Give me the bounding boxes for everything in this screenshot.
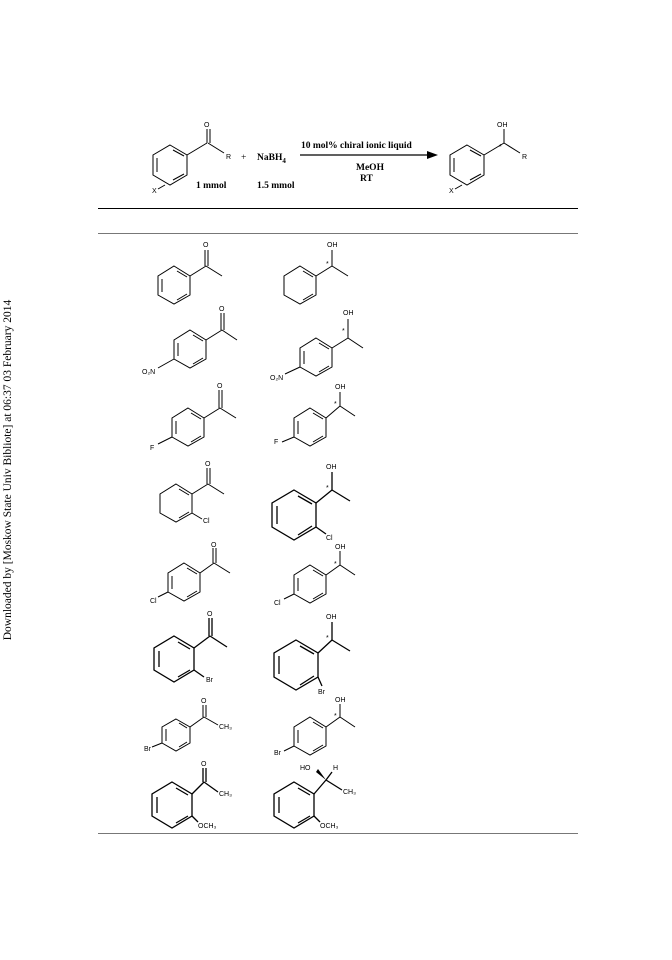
substituent-label: O₂N bbox=[142, 369, 155, 376]
table-row: O OH * bbox=[130, 240, 390, 325]
carbonyl-o-label: O bbox=[207, 611, 213, 618]
carbonyl-o-label: O bbox=[217, 383, 223, 390]
methyl-label: CH₃ bbox=[219, 724, 232, 731]
carbonyl-o-label: O bbox=[201, 698, 207, 705]
substituent-label: Cl bbox=[274, 600, 281, 607]
table-top-rule bbox=[98, 208, 578, 209]
scheme-substrate-ring bbox=[152, 129, 225, 190]
reagent-amount: 1.5 mmol bbox=[257, 181, 295, 191]
table-row: O CH₃ Br OH * Br bbox=[130, 695, 390, 780]
substrate-structure: O F bbox=[150, 383, 237, 452]
scheme-product-r-label: R bbox=[522, 154, 527, 161]
product-structure: OH * Cl bbox=[274, 544, 356, 607]
hydroxyl-label: OH bbox=[335, 697, 346, 704]
substrate-structure: O Br bbox=[153, 611, 228, 684]
product-structure: OH * O₂N bbox=[270, 310, 364, 382]
table-row: O Cl OH * Cl bbox=[130, 460, 390, 545]
scheme-r-label: R bbox=[226, 154, 231, 161]
scheme-x-label: X bbox=[152, 188, 157, 195]
scheme-product-ring bbox=[449, 129, 521, 190]
stereo-mark: * bbox=[334, 561, 337, 568]
table-row: O Br OH * Br bbox=[130, 610, 390, 696]
hydrogen-label: H bbox=[333, 765, 338, 772]
methyl-label: CH₃ bbox=[219, 791, 232, 798]
substrate-structure: O CH₃ OCH₃ bbox=[151, 761, 232, 830]
catalyst-label: 10 mol% chiral ionic liquid bbox=[301, 141, 413, 151]
substrate-structure: O Cl bbox=[159, 461, 225, 525]
table-row: O CH₃ OCH₃ HO H CH₃ OCH₃ bbox=[130, 760, 390, 845]
reagent-label: NaBH4 bbox=[257, 153, 286, 165]
hydroxyl-label: OH bbox=[343, 310, 354, 317]
hydroxyl-label: OH bbox=[326, 614, 337, 621]
stereo-mark: * bbox=[342, 328, 345, 335]
substituent-label: Br bbox=[274, 750, 282, 757]
solvent-label: MeOH bbox=[356, 163, 385, 173]
download-watermark: Downloaded by [Moskow State Univ Bibliot… bbox=[2, 299, 14, 641]
hydroxyl-label: HO bbox=[300, 765, 311, 772]
product-structure: OH * Br bbox=[274, 697, 356, 757]
product-structure: OH * bbox=[283, 242, 349, 305]
product-structure: OH * Cl bbox=[271, 464, 351, 542]
carbonyl-o-label: O bbox=[205, 461, 211, 468]
substituent-label: F bbox=[150, 445, 154, 452]
substituent-label: F bbox=[274, 439, 278, 446]
stereo-mark: * bbox=[326, 635, 329, 642]
scheme-stereo-mark: * bbox=[499, 144, 502, 151]
carbonyl-o-label: O bbox=[219, 306, 225, 313]
substrate-structure: O bbox=[157, 242, 223, 305]
table-header-rule bbox=[98, 233, 578, 234]
product-structure: OH * F bbox=[274, 384, 356, 447]
substituent-label: Br bbox=[144, 746, 152, 753]
product-structure: HO H CH₃ OCH₃ bbox=[273, 765, 356, 830]
hydroxyl-label: OH bbox=[335, 544, 346, 551]
stereo-mark: * bbox=[334, 401, 337, 408]
substituent-label: Cl bbox=[326, 535, 333, 542]
substituent-label: O₂N bbox=[270, 375, 283, 382]
substrate-structure: O O₂N bbox=[142, 306, 238, 376]
product-structure: OH * Br bbox=[273, 614, 351, 696]
substituent-label: Br bbox=[318, 689, 326, 696]
hydroxyl-label: OH bbox=[327, 242, 338, 249]
arrow-head bbox=[427, 151, 438, 159]
substrate-structure: O Cl bbox=[150, 542, 231, 605]
stereo-mark: * bbox=[326, 485, 329, 492]
wedge-bond bbox=[316, 769, 326, 780]
table-row: O O₂N OH * O₂N bbox=[130, 306, 390, 395]
carbonyl-o-label: O bbox=[201, 761, 207, 768]
scheme-o-label: O bbox=[204, 122, 210, 129]
substrate-structure: O CH₃ Br bbox=[144, 698, 232, 753]
methyl-label: CH₃ bbox=[343, 789, 356, 796]
temperature-label: RT bbox=[360, 174, 374, 184]
stereo-mark: * bbox=[334, 713, 337, 720]
table-row: O Cl OH * Cl bbox=[130, 542, 390, 630]
substituent-label: Br bbox=[206, 677, 214, 684]
substituent-label: Cl bbox=[203, 518, 210, 525]
hydroxyl-label: OH bbox=[335, 384, 346, 391]
substituent-label: OCH₃ bbox=[320, 823, 339, 830]
plus-sign: + bbox=[241, 153, 246, 163]
carbonyl-o-label: O bbox=[211, 542, 217, 549]
scheme-product-x-label: X bbox=[449, 188, 454, 195]
reaction-scheme: O R X 1 mmol + NaBH4 1.5 mmol 10 mol% ch… bbox=[152, 122, 527, 195]
substrate-amount: 1 mmol bbox=[196, 181, 227, 191]
substituent-label: OCH₃ bbox=[198, 823, 217, 830]
carbonyl-o-label: O bbox=[203, 242, 209, 249]
hydroxyl-label: OH bbox=[326, 464, 337, 471]
stereo-mark: * bbox=[326, 261, 329, 268]
substituent-label: Cl bbox=[150, 598, 157, 605]
table-bottom-rule bbox=[98, 833, 578, 834]
scheme-oh-label: OH bbox=[497, 122, 508, 129]
table-row: O F OH * F bbox=[130, 380, 390, 465]
